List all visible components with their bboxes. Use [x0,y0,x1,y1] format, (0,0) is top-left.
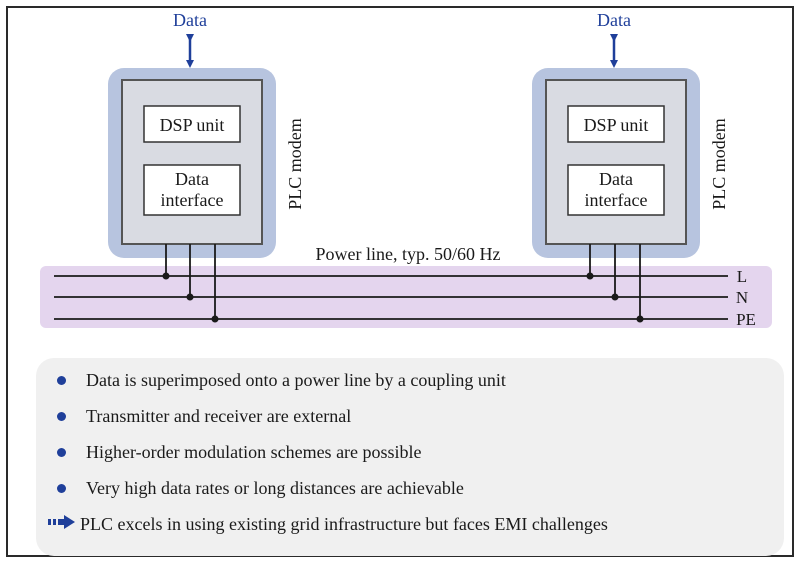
data-label-right: Data [597,10,631,30]
bullet-dot-icon [57,376,66,385]
right-arrow-icon [48,514,76,535]
plc-modem-label-left: PLC modem [285,118,305,210]
dsp-unit-label-left: DSP unit [160,115,225,135]
bullet-text: Very high data rates or long distances a… [86,478,464,498]
modem-body-right [545,79,687,245]
bullet-dot-icon [57,448,66,457]
plc-modem-right: Data DSP unit Data interface PLC modem [532,10,729,258]
conclusion-item: PLC excels in using existing grid infras… [48,514,608,535]
plc-diagram: Data DSP unit Data interface PLC modem D… [40,10,772,329]
data-interface-label-left-1: Data [175,169,209,189]
junction-dot [186,293,194,301]
data-interface-label-right-2: interface [585,190,648,210]
power-line-label: Power line, typ. 50/60 Hz [316,244,501,264]
modem-body-left [121,79,263,245]
slide-frame: Data DSP unit Data interface PLC modem D… [6,6,794,557]
junction-dot [586,272,594,280]
data-interface-label-left-2: interface [161,190,224,210]
coupling-left [162,244,219,323]
junction-dot [636,315,644,323]
line-label-pe: PE [736,310,756,329]
line-label-l: L [737,267,747,286]
dsp-unit-label-right: DSP unit [584,115,649,135]
bullet-dot-icon [57,484,66,493]
data-label-left: Data [173,10,207,30]
data-interface-left [143,164,241,216]
dsp-unit-left [143,105,241,143]
data-interface-right [567,164,665,216]
junction-dot [162,272,170,280]
bullet-text: Data is superimposed onto a power line b… [86,370,506,390]
dsp-unit-right [567,105,665,143]
junction-dot [211,315,219,323]
data-interface-label-right-1: Data [599,169,633,189]
bullet-text: Transmitter and receiver are external [86,406,352,426]
plc-modem-label-right: PLC modem [709,118,729,210]
bullet-item: Very high data rates or long distances a… [52,478,464,499]
bullet-item: Transmitter and receiver are external [52,406,351,427]
bullet-item: Data is superimposed onto a power line b… [52,370,506,391]
junction-dot [611,293,619,301]
bullet-text: Higher-order modulation schemes are poss… [86,442,422,462]
bullet-dot-icon [57,412,66,421]
plc-modem-left: Data DSP unit Data interface PLC modem [108,10,305,258]
conclusion-text: PLC excels in using existing grid infras… [80,514,608,534]
bullet-panel: Data is superimposed onto a power line b… [36,358,784,556]
bullet-item: Higher-order modulation schemes are poss… [52,442,422,463]
line-label-n: N [736,288,748,307]
coupling-right [586,244,644,323]
